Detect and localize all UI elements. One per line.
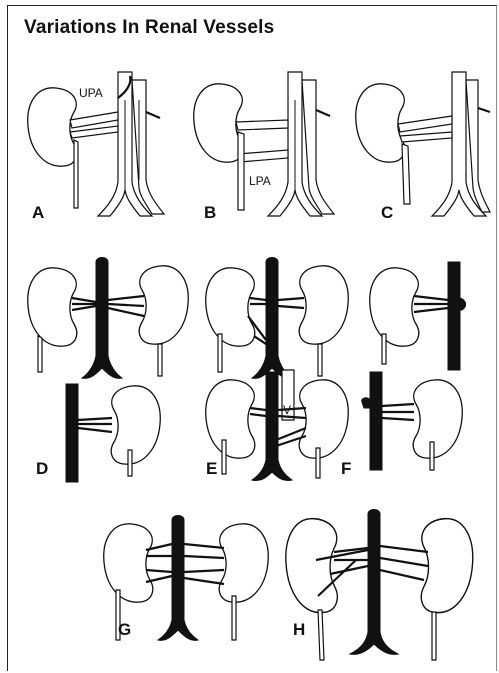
panel-d (28, 258, 189, 483)
panel-b (194, 72, 334, 216)
upa-label: UPA (79, 86, 103, 100)
panel-label-f: F (341, 459, 351, 478)
panel-f (362, 262, 466, 470)
lpa-label: LPA (249, 174, 271, 188)
panel-label-a: A (32, 203, 44, 222)
panel-label-c: C (381, 203, 393, 222)
panel-c (356, 72, 490, 216)
panel-label-h: H (293, 620, 305, 639)
panel-h (286, 510, 473, 661)
panel-label-b: B (204, 203, 216, 222)
v-label: V (283, 403, 291, 417)
panel-e (206, 258, 349, 481)
panel-label-g: G (118, 620, 131, 639)
panel-label-d: D (36, 459, 48, 478)
panel-label-e: E (206, 459, 217, 478)
